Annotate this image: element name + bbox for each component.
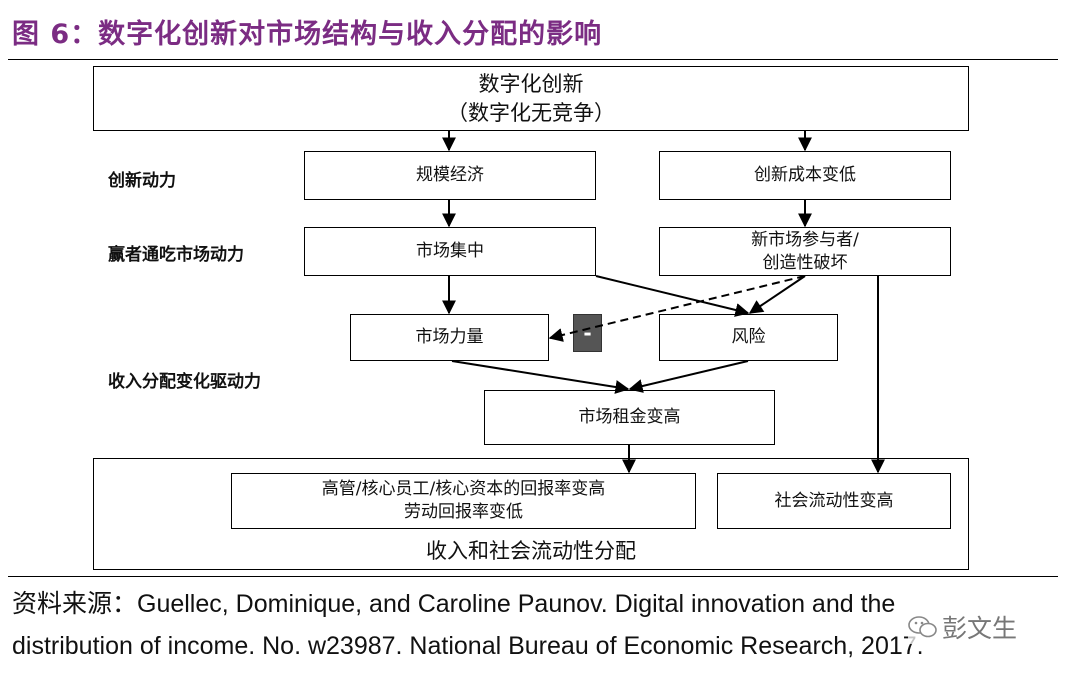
digital-innovation-box: 数字化创新 （数字化无竞争） (93, 66, 969, 131)
negative-effect-badge: - (573, 314, 602, 352)
watermark: 彭文生 (908, 610, 1018, 644)
returns-line1: 高管/核心员工/核心资本的回报率变高 (321, 479, 606, 499)
digital-innovation-title: 数字化创新 (478, 71, 584, 96)
figure-title: 图 6：数字化创新对市场结构与收入分配的影响 (12, 19, 603, 50)
returns-line2: 劳动回报率变低 (404, 502, 523, 522)
rent-higher-label: 市场租金变高 (578, 407, 681, 427)
top-rule (8, 59, 1058, 60)
risk-box: 风险 (659, 314, 838, 361)
scale-economy-label: 规模经济 (416, 165, 484, 185)
arrow-concentration-to-risk (595, 275, 750, 317)
new-entrants-line2: 创造性破坏 (762, 252, 848, 273)
scale-economy-box: 规模经济 (304, 151, 596, 200)
mobility-label: 社会流动性变高 (774, 490, 894, 511)
cost-lower-label: 创新成本变低 (754, 165, 856, 185)
wechat-icon (908, 616, 937, 638)
row-label-distribution-drivers: 收入分配变化驱动力 (108, 372, 261, 392)
returns-box: 高管/核心员工/核心资本的回报率变高 劳动回报率变低 (231, 473, 696, 529)
digital-innovation-subtitle: （数字化无竞争） (447, 100, 615, 125)
watermark-label: 彭文生 (942, 614, 1018, 643)
concentration-box: 市场集中 (304, 227, 596, 276)
row-label-winner-takes-all: 赢者通吃市场动力 (108, 245, 244, 265)
row-label-innovation-drivers: 创新动力 (108, 171, 176, 191)
arrow-entrants-to-risk (748, 275, 806, 314)
new-entrants-box: 新市场参与者/ 创造性破坏 (659, 227, 951, 276)
cost-lower-box: 创新成本变低 (659, 151, 951, 200)
market-power-box: 市场力量 (350, 314, 549, 361)
arrow-risk-to-rent (628, 360, 749, 393)
arrow-entrants-to-power-dashed (548, 275, 806, 342)
mobility-box: 社会流动性变高 (717, 473, 951, 529)
market-power-label: 市场力量 (415, 327, 484, 347)
bottom-rule (8, 576, 1058, 577)
new-entrants-line1: 新市场参与者/ (751, 229, 859, 250)
arrow-power-to-rent (451, 360, 630, 394)
source-line-2: distribution of income. No. w23987. Nati… (12, 632, 924, 660)
concentration-label: 市场集中 (416, 241, 484, 261)
outer-distribution-label: 收入和社会流动性分配 (426, 539, 636, 563)
risk-label: 风险 (731, 327, 766, 347)
source-line-1: 资料来源：Guellec, Dominique, and Caroline Pa… (12, 590, 896, 618)
